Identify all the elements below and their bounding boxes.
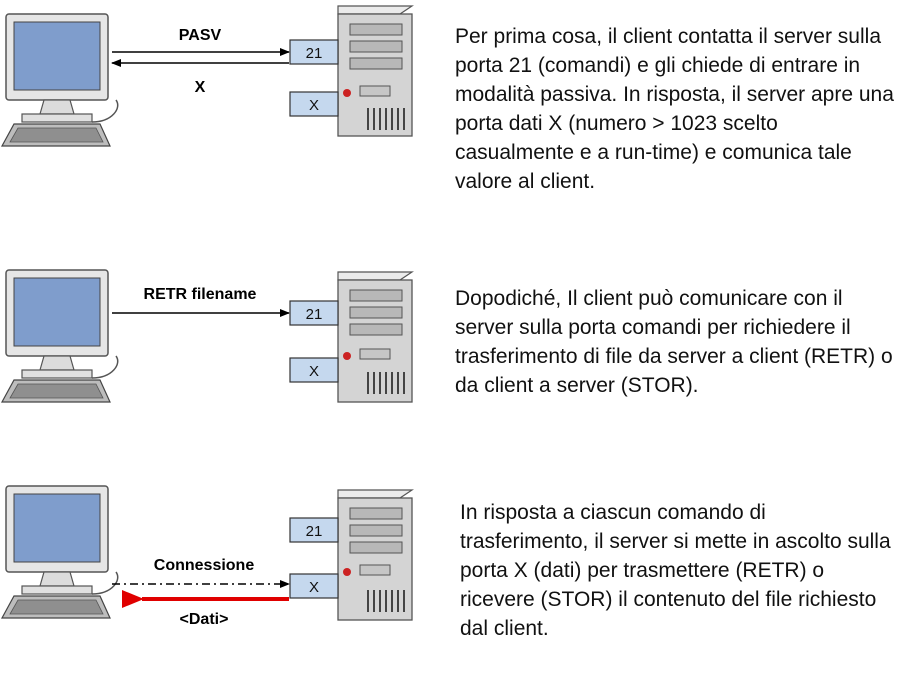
command-port-box [289,300,339,326]
server-tower-icon [337,5,414,137]
command-port-label: 21 [306,306,323,323]
step-3-description: In risposta a ciascun comando di trasfer… [460,501,891,640]
data-port-label: X [309,363,319,380]
retr-filename-label: RETR filename [144,286,257,303]
data-port-box [289,91,339,117]
command-port-box [289,39,339,65]
server-tower-icon [337,271,414,403]
step-1-diagram: PASV X 21 X [0,5,414,147]
port-x-label: X [195,79,206,96]
data-port-box [289,573,339,599]
server-tower-icon [337,489,414,621]
step-2-panel: RETR filename 21 X Dopodiché, Il client … [0,262,902,462]
client-computer-icon [0,269,119,403]
data-port-label: X [309,579,319,596]
client-computer-icon [0,485,119,619]
data-port-box [289,357,339,383]
step-3-diagram: Connessione <Dati> 21 X [0,485,414,628]
step-2-description: Dopodiché, Il client può comunicare con … [455,287,893,397]
step-2-diagram: RETR filename 21 X [0,269,414,403]
command-port-label: 21 [306,45,323,62]
command-port-label: 21 [306,523,323,540]
step-3-panel: Connessione <Dati> 21 X In risposta a ci… [0,478,902,678]
client-computer-icon [0,13,119,147]
data-label: <Dati> [180,611,229,628]
connection-label: Connessione [154,557,255,574]
step-1-panel: PASV X 21 X Per prima cosa, il client co… [0,0,902,240]
command-port-box [289,517,339,543]
step-1-description: Per prima cosa, il client contatta il se… [455,25,894,193]
data-port-label: X [309,97,319,114]
pasv-label: PASV [179,27,222,44]
